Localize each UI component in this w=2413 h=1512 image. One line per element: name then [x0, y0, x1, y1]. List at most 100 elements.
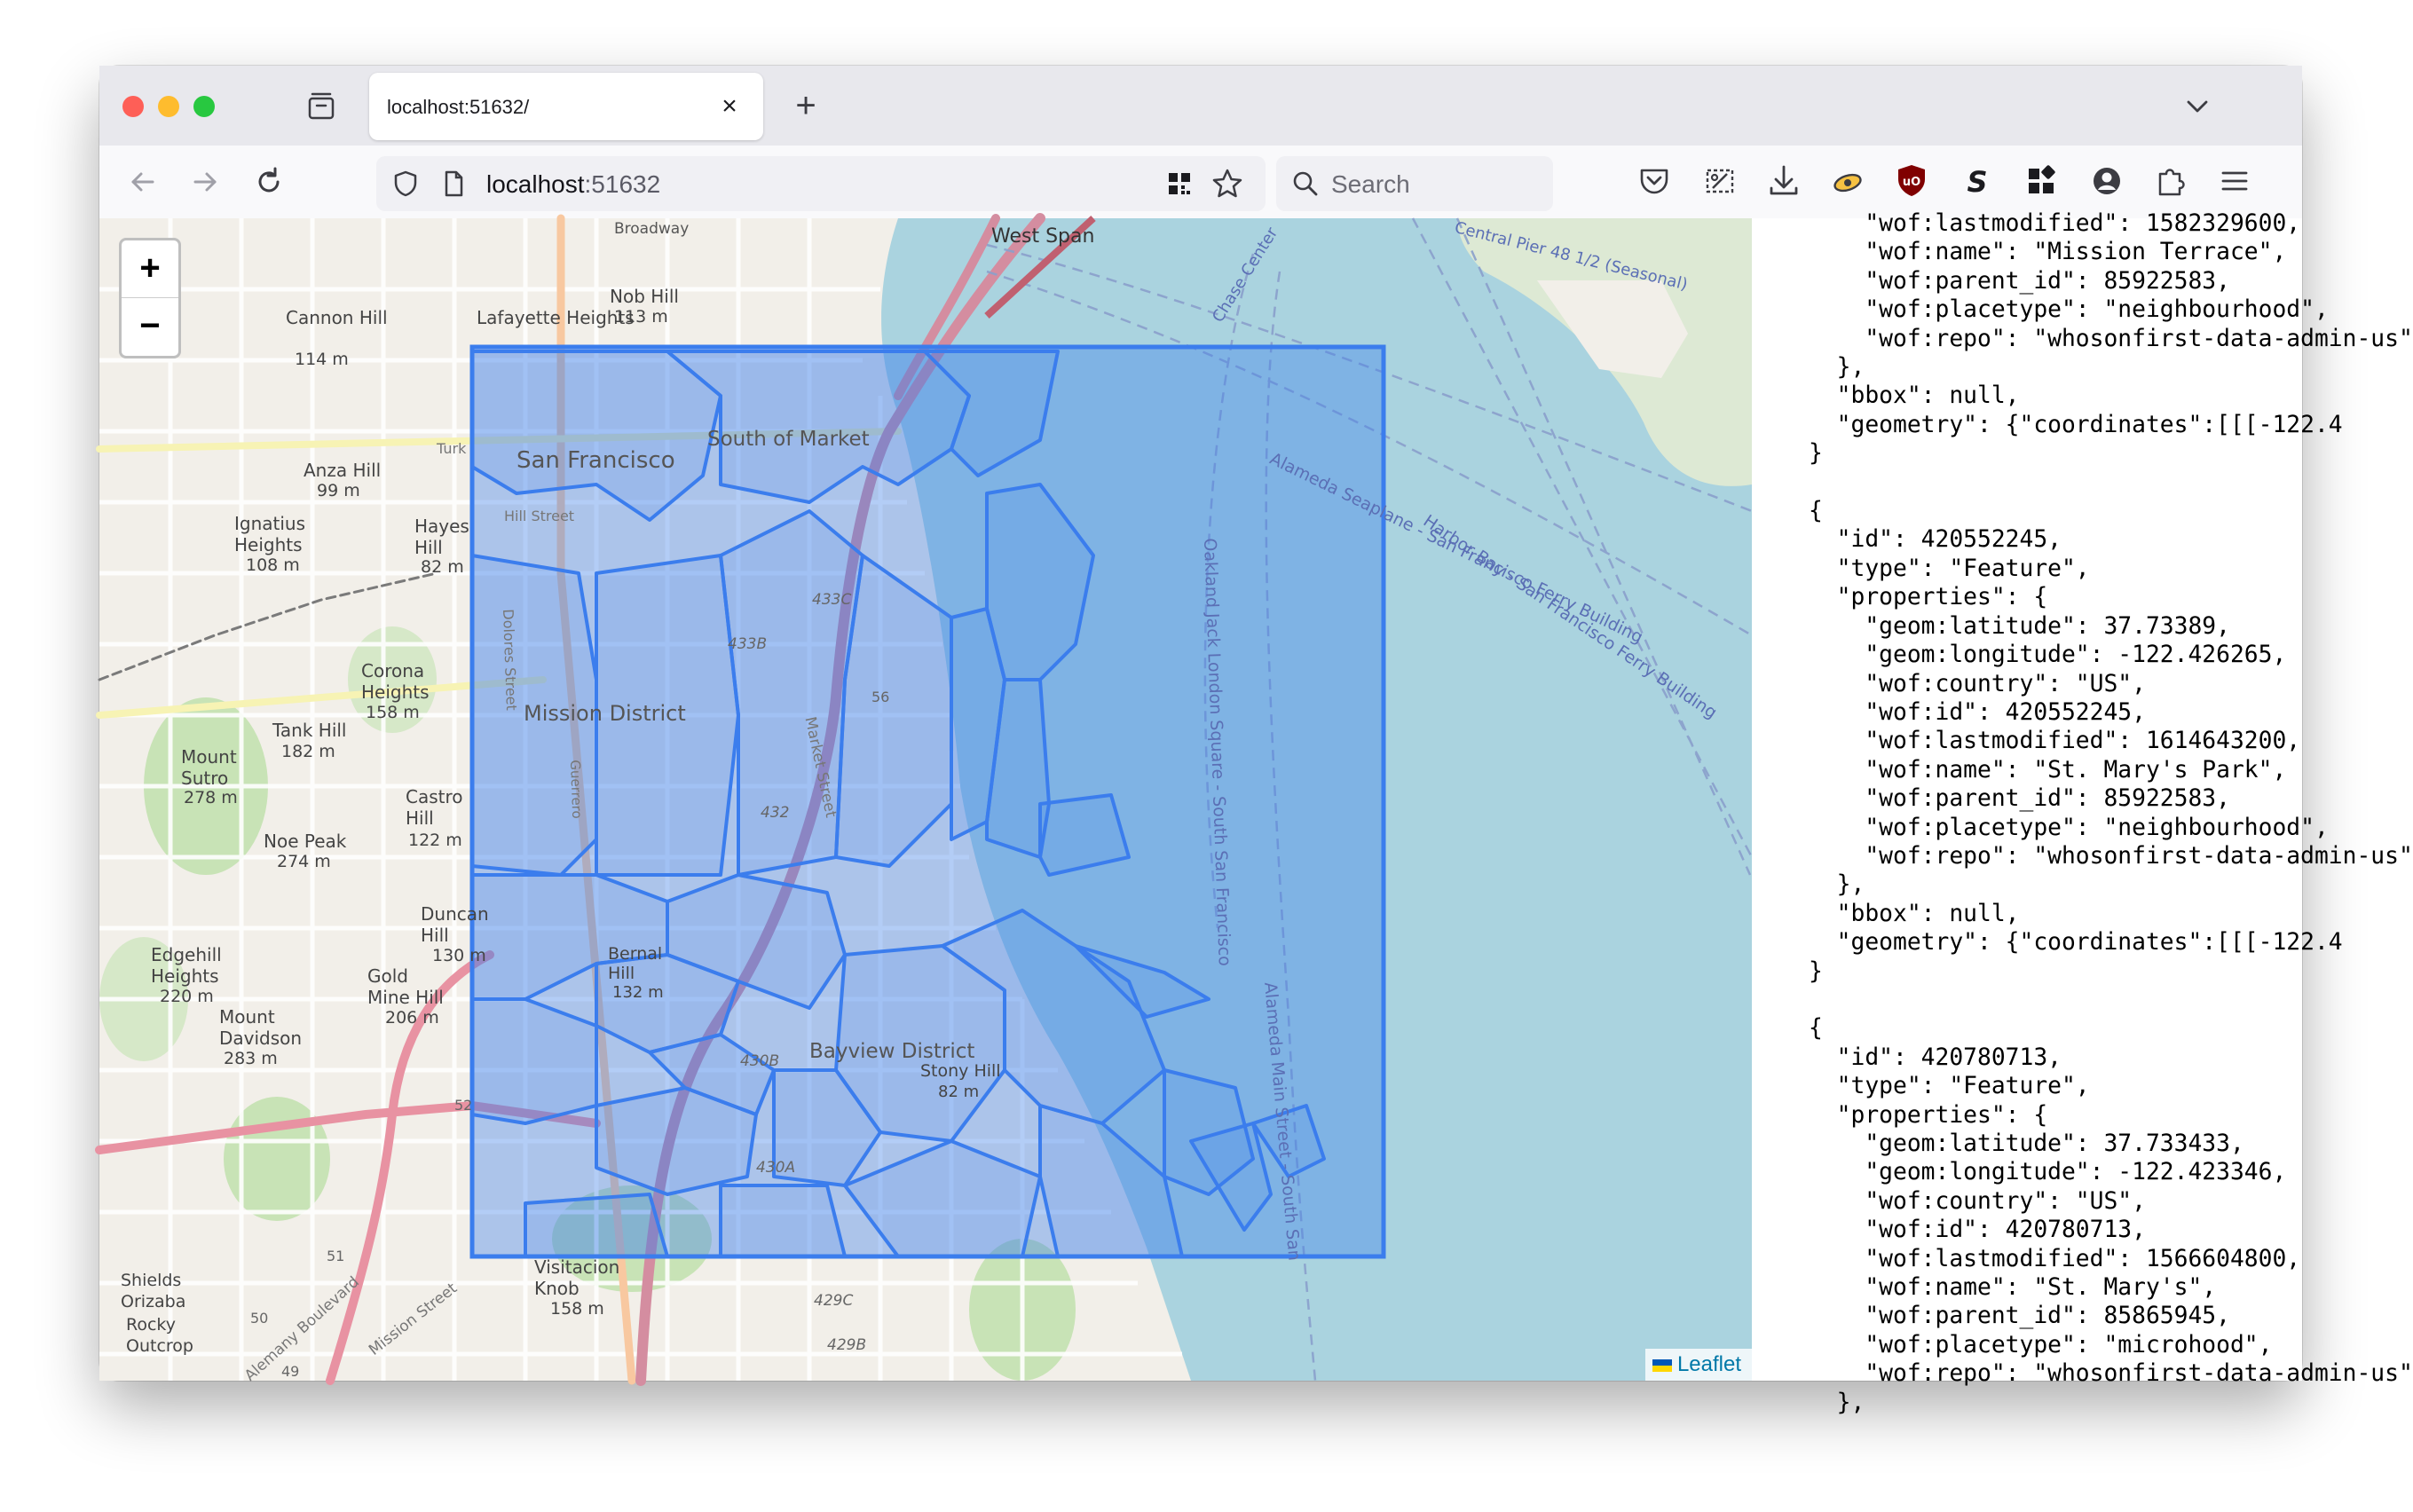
map-tiles[interactable]: [95, 213, 1754, 1386]
map-label: 429B: [827, 1336, 867, 1354]
map-label: 429C: [814, 1292, 854, 1310]
map-label: 158 m: [550, 1299, 604, 1319]
map-label: Harbor Bay - San Francisco Ferry Buildin…: [1419, 511, 1721, 723]
geojson-line: }: [1809, 440, 1823, 468]
map-label: Hayes Hill: [414, 516, 469, 558]
hamburger-menu-icon[interactable]: [2215, 161, 2254, 201]
geojson-line: "wof:lastmodified": 1614643200,: [1809, 728, 2301, 755]
map-label: 283 m: [224, 1049, 278, 1068]
neighbourhood-overlay[interactable]: [99, 218, 1752, 1381]
map-label: 158 m: [366, 703, 420, 722]
zoom-in-button[interactable]: +: [122, 240, 178, 298]
extensions-puzzle-icon[interactable]: [2151, 161, 2190, 201]
map-label: 114 m: [295, 350, 349, 369]
map-label: West Span: [991, 225, 1095, 248]
map-label: Shields Orizaba: [121, 1271, 186, 1311]
account-avatar-icon[interactable]: [2087, 161, 2126, 201]
geojson-line: "wof:placetype": "neighbourhood",: [1809, 296, 2329, 324]
map-label: Turk: [437, 440, 467, 457]
qr-code-icon[interactable]: [1164, 169, 1195, 199]
geojson-panel: "wof:lastmodified": 1582329600, "wof:nam…: [1752, 210, 2413, 1416]
address-bar[interactable]: localhost:51632: [376, 156, 1266, 211]
pocket-icon[interactable]: [1635, 161, 1674, 201]
extension-eye-icon[interactable]: [1828, 161, 1867, 201]
geojson-line: "wof:parent_id": 85922583,: [1809, 785, 2230, 813]
map-label: 220 m: [160, 987, 214, 1006]
map-label: 433C: [812, 591, 852, 609]
grid-extension-icon[interactable]: [2022, 161, 2061, 201]
geojson-line: "wof:repo": "whosonfirst-data-admin-us": [1809, 842, 2413, 870]
tab-close-icon[interactable]: ×: [722, 91, 737, 121]
geojson-line: "id": 420552245,: [1809, 526, 2062, 554]
geojson-line: "type": "Feature",: [1809, 555, 2090, 582]
chevron-down-icon[interactable]: [2180, 89, 2215, 124]
map-label: San Francisco: [517, 447, 675, 474]
search-bar[interactable]: Search: [1276, 156, 1553, 211]
map-label: Oakland Jack London Square - South San F…: [1200, 538, 1234, 967]
navigation-toolbar: localhost:51632 Search: [99, 146, 2302, 218]
leaflet-map[interactable]: West Span Broadway Cannon Hill 114 m Laf…: [95, 213, 1754, 1386]
title-bar: localhost:51632/ × +: [99, 66, 2302, 146]
new-tab-button[interactable]: +: [795, 86, 816, 125]
geojson-line: "wof:id": 420780713,: [1809, 1217, 2146, 1244]
geojson-line: "wof:parent_id": 85865945,: [1809, 1303, 2230, 1330]
forward-arrow-icon[interactable]: [185, 161, 225, 202]
map-label: 130 m: [432, 946, 486, 965]
map-label: Tank Hill: [272, 720, 347, 741]
geojson-line: },: [1809, 871, 1865, 899]
map-label: 430A: [756, 1159, 796, 1177]
map-label: Guerrero: [567, 760, 586, 819]
zoom-control: + −: [119, 238, 181, 358]
map-label: Market Street: [800, 715, 840, 820]
active-tab[interactable]: localhost:51632/ ×: [369, 73, 763, 140]
minimize-window-button[interactable]: [158, 96, 179, 117]
close-window-button[interactable]: [122, 96, 144, 117]
geojson-line: "properties": {: [1809, 1101, 2048, 1129]
map-label: Alameda Main Street - South San: [1260, 981, 1305, 1262]
map-label: Edgehill Heights: [151, 944, 222, 987]
map-label: 122 m: [408, 831, 462, 850]
svg-text:uO: uO: [1903, 176, 1920, 189]
geojson-line: "type": "Feature",: [1809, 1073, 2090, 1100]
bookmark-star-icon[interactable]: [1210, 167, 1244, 201]
map-label: 56: [871, 689, 890, 705]
download-icon[interactable]: [1764, 161, 1803, 201]
map-label: Ignatius Heights: [234, 513, 306, 555]
map-label: Stony Hill: [920, 1061, 1001, 1081]
back-arrow-icon[interactable]: [122, 161, 163, 202]
url-text[interactable]: localhost:51632: [486, 170, 660, 199]
geojson-line: "wof:lastmodified": 1582329600,: [1809, 210, 2301, 237]
ublock-origin-icon[interactable]: uO: [1892, 161, 1931, 201]
geojson-line: "wof:repo": "whosonfirst-data-admin-us": [1809, 325, 2413, 352]
map-label: Castro Hill: [406, 786, 463, 829]
map-label: 433B: [728, 635, 768, 653]
script-extension-icon[interactable]: S: [1958, 161, 1997, 201]
map-label: Bernal Hill: [608, 944, 663, 983]
geojson-line: "wof:id": 420552245,: [1809, 698, 2146, 726]
reload-icon[interactable]: [248, 161, 289, 202]
leaflet-link[interactable]: Leaflet: [1676, 1352, 1741, 1376]
map-label: Visitacion Knob: [534, 1256, 620, 1299]
map-label: 278 m: [184, 788, 238, 807]
tab-title: localhost:51632/: [387, 96, 530, 118]
geojson-line: [1809, 469, 2413, 497]
map-label: Gold Mine Hill: [367, 965, 444, 1008]
map-label: Mount Davidson: [219, 1006, 303, 1049]
geojson-line: "bbox": null,: [1809, 900, 2020, 927]
url-port: :51632: [584, 170, 661, 198]
map-label: 430B: [740, 1052, 780, 1070]
map-labels: West Span Broadway Cannon Hill 114 m Laf…: [99, 218, 1752, 1385]
search-placeholder: Search: [1331, 170, 1410, 198]
ukraine-flag-icon: [1652, 1358, 1672, 1372]
shield-icon[interactable]: [390, 169, 421, 199]
map-label: 82 m: [938, 1083, 980, 1101]
map-label: 432: [761, 804, 790, 822]
geojson-line: [1809, 986, 2413, 1014]
geojson-line: "wof:name": "St. Mary's Park",: [1809, 756, 2287, 784]
geojson-line: "wof:country": "US",: [1809, 670, 2146, 697]
maximize-window-button[interactable]: [193, 96, 215, 117]
screenshot-icon[interactable]: [1700, 161, 1739, 201]
tab-overview-icon[interactable]: [305, 91, 337, 122]
zoom-out-button[interactable]: −: [139, 306, 161, 345]
url-host: localhost: [486, 170, 585, 198]
